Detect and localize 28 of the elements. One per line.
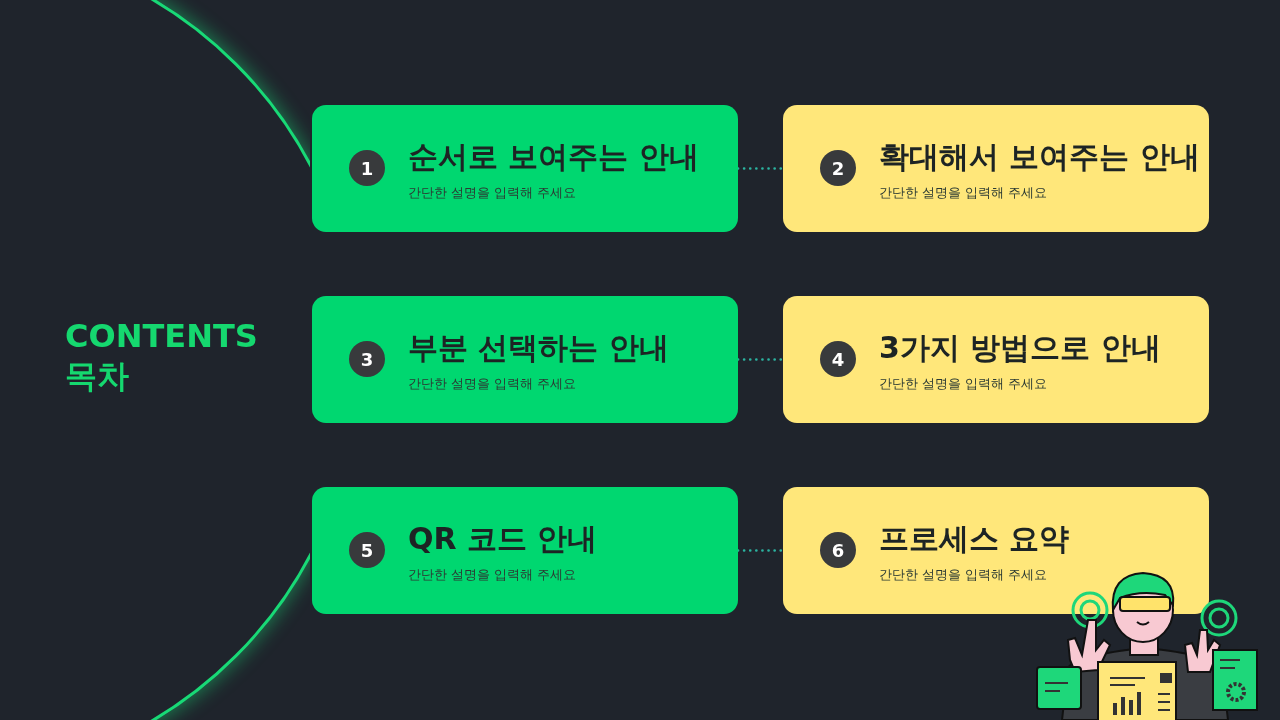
topic-title: 3가지 방법으로 안내 — [879, 329, 1161, 367]
topic-description: 간단한 설명을 입력해 주세요 — [879, 184, 1048, 202]
topic-card — [312, 296, 738, 423]
topic-title: 순서로 보여주는 안내 — [408, 138, 699, 176]
topic-description: 간단한 설명을 입력해 주세요 — [879, 375, 1048, 393]
number-badge: 6 — [820, 532, 856, 568]
topic-description: 간단한 설명을 입력해 주세요 — [879, 566, 1048, 584]
number-badge: 1 — [349, 150, 385, 186]
topic-title: 부분 선택하는 안내 — [408, 329, 669, 367]
topic-card — [783, 487, 1209, 614]
topic-title: QR 코드 안내 — [408, 520, 598, 558]
topic-card — [312, 487, 738, 614]
dotted-connector — [736, 549, 785, 552]
topic-description: 간단한 설명을 입력해 주세요 — [408, 566, 577, 584]
number-badge: 5 — [349, 532, 385, 568]
topic-description: 간단한 설명을 입력해 주세요 — [408, 375, 577, 393]
topic-card — [783, 296, 1209, 423]
topic-card — [312, 105, 738, 232]
topic-card — [783, 105, 1209, 232]
topic-title: 프로세스 요약 — [879, 520, 1070, 558]
dotted-connector — [736, 358, 785, 361]
number-badge: 2 — [820, 150, 856, 186]
topic-description: 간단한 설명을 입력해 주세요 — [408, 184, 577, 202]
dotted-connector — [736, 167, 785, 170]
number-badge: 4 — [820, 341, 856, 377]
number-badge: 3 — [349, 341, 385, 377]
contents-heading: CONTENTS 목차 — [65, 316, 259, 396]
topic-title: 확대해서 보여주는 안내 — [879, 138, 1200, 176]
